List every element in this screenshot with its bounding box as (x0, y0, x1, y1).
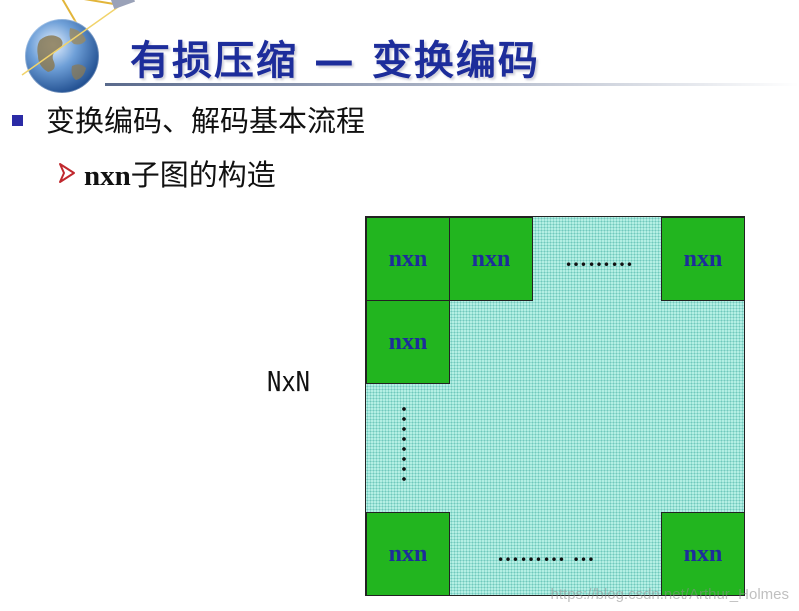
top-ellipsis: ……… (565, 246, 634, 271)
watermark-url: https://blog.csdn.net/Arthur_Holmes (550, 586, 789, 603)
subblock-label: nxn (388, 540, 428, 567)
subblock-second-left: nxn (366, 300, 450, 384)
subblock-label: nxn (388, 328, 428, 355)
title-divider (105, 83, 799, 86)
subblock-bottom-left: nxn (366, 512, 450, 596)
square-bullet-icon (12, 115, 23, 126)
subblock-top-right: nxn (661, 217, 745, 301)
sub-bullet-latin: nxn (84, 160, 131, 192)
subblock-label: nxn (683, 540, 723, 567)
subblock-label: nxn (471, 245, 511, 272)
arrow-bullet-icon (59, 163, 75, 183)
bullet-text: 变换编码、解码基本流程 (46, 104, 366, 138)
subblock-top-left: nxn (366, 217, 450, 301)
matrix-block: nxn nxn nxn nxn nxn nxn (365, 216, 745, 596)
sub-bullet-text: nxn子图的构造 (84, 152, 276, 194)
sub-bullet-cjk: 子图的构造 (130, 158, 276, 192)
globe-logo-icon (21, 0, 135, 94)
vertical-ellipsis (401, 404, 407, 482)
subblock-bottom-right: nxn (661, 512, 745, 596)
matrix-size-label: NxN (267, 365, 310, 398)
bottom-ellipsis: ……… … (497, 541, 596, 566)
slide-title: 有损压缩 — 变换编码 (130, 38, 540, 84)
subblock-label: nxn (683, 245, 723, 272)
subblock-top-second: nxn (449, 217, 533, 301)
subblock-label: nxn (388, 245, 428, 272)
